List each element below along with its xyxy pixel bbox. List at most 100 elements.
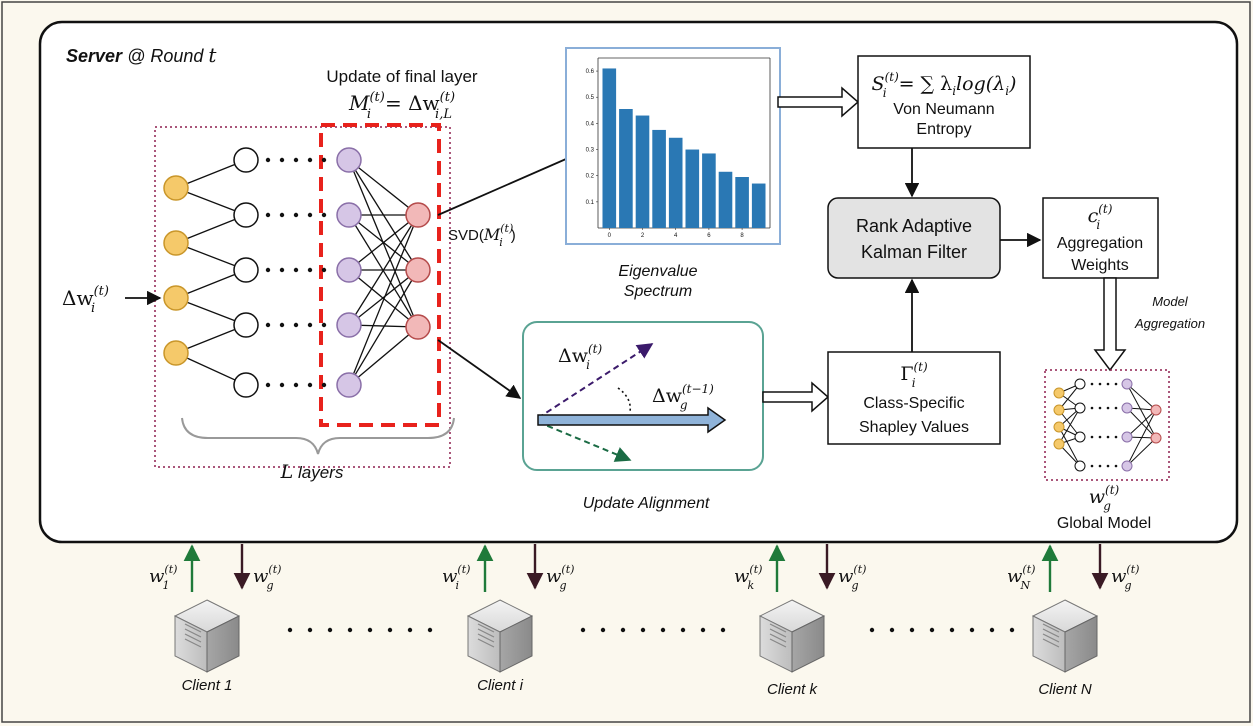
eigen-bar (735, 177, 749, 228)
mini-dot (1106, 435, 1110, 439)
mini-dot (1106, 464, 1110, 468)
nn-dot (293, 157, 299, 163)
mini-dot (1098, 406, 1102, 410)
y-tick-label: 0.3 (586, 148, 595, 154)
nn-dot (265, 267, 271, 273)
input-delta-label: Δw(t)i (62, 284, 109, 316)
final-hidden-node (336, 372, 362, 398)
mini-edge (1126, 409, 1157, 438)
eigen-bar (685, 149, 700, 228)
weights-box (1042, 197, 1159, 279)
nn-dot (321, 157, 327, 163)
mini-input-node (1053, 404, 1065, 416)
mini-final-node (1121, 378, 1133, 390)
client-ellipsis-dot (660, 627, 666, 633)
mini-edge (1058, 409, 1081, 438)
client-ellipsis-dot (700, 627, 706, 633)
download-sub: g (266, 579, 273, 592)
eigen-bar (702, 153, 716, 228)
chart-to-entropy-arrow (777, 86, 860, 118)
eigen-bar (751, 183, 766, 228)
download-var: w (838, 566, 854, 587)
shapley-box (827, 351, 1001, 445)
client-ellipsis-dot (889, 627, 895, 633)
client-ellipsis-dot (929, 627, 935, 633)
server-vent (477, 623, 495, 633)
client-ellipsis-dot (387, 627, 393, 633)
alignment-v2: Δw(t−1)g (652, 382, 714, 412)
client-ellipsis-dot (580, 627, 586, 633)
server-cube-right (206, 615, 240, 673)
alignment-to-shapley-arrow (762, 381, 830, 413)
server-vent (769, 638, 787, 648)
weights-line-1: Aggregation (1057, 235, 1143, 252)
layers-label: L layers (280, 461, 344, 483)
entropy-line-1: Von Neumann (893, 101, 994, 118)
nn-dot (307, 267, 313, 273)
nn-edge (348, 159, 419, 328)
global-model-container (1044, 369, 1170, 481)
download-sub: g (559, 579, 566, 592)
input-node (163, 230, 189, 256)
nn-dot (279, 212, 285, 218)
nn-dot (307, 322, 313, 328)
download-sub: g (1124, 579, 1131, 592)
client-update-vector (537, 343, 654, 419)
final-hidden-node (336, 202, 362, 228)
alignment-v1: Δw(t)i (558, 342, 602, 372)
download-var: w (546, 566, 562, 587)
eigen-bar (635, 115, 650, 228)
nn-dot (321, 212, 327, 218)
entropy-line-2: Entropy (916, 121, 971, 138)
mini-dot (1090, 382, 1094, 386)
model-agg-line-2: Aggregation (1134, 316, 1205, 331)
hidden-node (233, 147, 259, 173)
mini-edge (1058, 383, 1081, 411)
server-vent (477, 638, 495, 648)
output-node (405, 202, 431, 228)
nn-layer-dots (265, 157, 327, 388)
mini-edge (1126, 437, 1157, 467)
client-label: Client 1 (182, 677, 233, 694)
eigen-caption-2: Spectrum (624, 283, 692, 300)
server-cube-right (791, 615, 825, 673)
upload-var: w (1007, 566, 1023, 587)
upload-var: w (442, 566, 458, 587)
nn-dot (279, 382, 285, 388)
mini-edge (1126, 383, 1157, 439)
download-sub: g (851, 579, 858, 592)
upload-sub: 1 (162, 579, 169, 592)
mini-dot (1114, 464, 1118, 468)
upload-label: w(t)i (442, 563, 470, 592)
y-tick-label: 0.1 (586, 200, 595, 206)
hidden-node (233, 372, 259, 398)
mini-final-node (1121, 460, 1133, 472)
server-vent (477, 628, 495, 638)
download-label: w(t)g (1111, 563, 1139, 592)
nn-edge (348, 214, 419, 386)
nn-edge (175, 352, 247, 386)
client-ellipsis-dot (427, 627, 433, 633)
x-tick-label: 0 (608, 233, 612, 239)
nn-edge (348, 326, 419, 386)
server-vent (184, 638, 202, 648)
client-ellipsis-dot (640, 627, 646, 633)
mini-final-node (1121, 402, 1133, 414)
nn-edge (348, 214, 419, 271)
download-label: w(t)g (546, 563, 574, 592)
nn-dot (321, 382, 327, 388)
client-ellipsis-dot (367, 627, 373, 633)
mini-edge (1126, 383, 1157, 411)
output-node (405, 257, 431, 283)
hidden-node (233, 202, 259, 228)
client-ellipsis-dot (869, 627, 875, 633)
hidden-node (233, 257, 259, 283)
global-var: w(t)g (1089, 483, 1120, 513)
upload-var: w (149, 566, 165, 587)
download-label: w(t)g (253, 563, 281, 592)
mini-input-node (1053, 387, 1065, 399)
client-ellipsis-dot (949, 627, 955, 633)
upload-var: w (734, 566, 750, 587)
